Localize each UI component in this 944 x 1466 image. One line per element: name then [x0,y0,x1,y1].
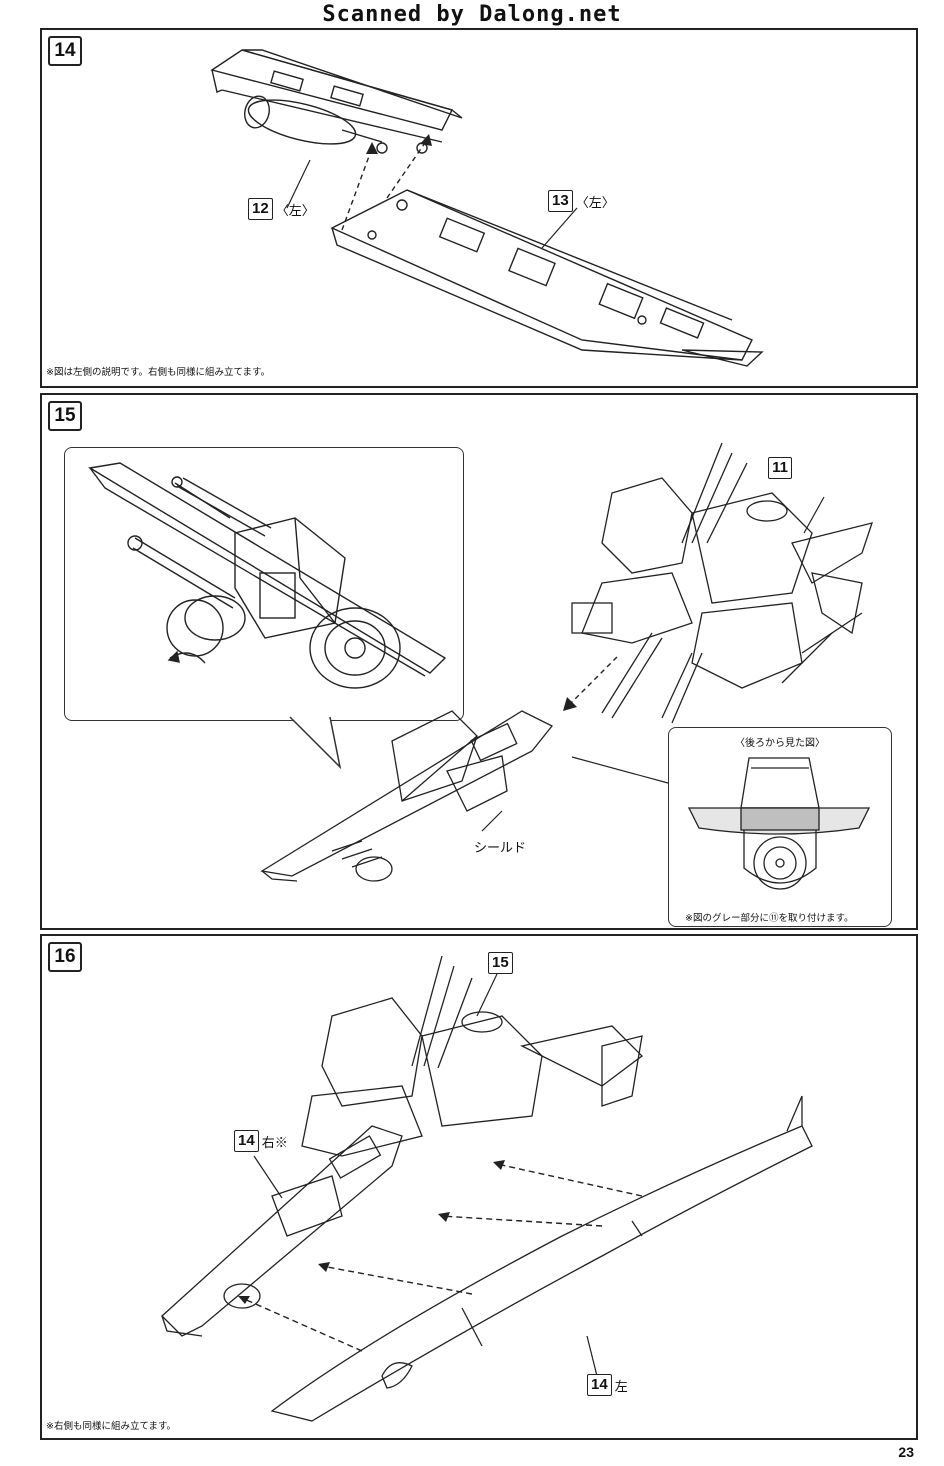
step-14-illustration [210,49,764,367]
callout-14-left: 14 左 [587,1374,628,1396]
shield-illustration [260,710,554,882]
callout-13-left: 13 〈左〉 [548,190,615,212]
step-number: 15 [48,401,82,431]
shield-label: シールド [474,837,526,856]
step-number: 14 [48,36,82,66]
part-side: 右※ [261,1134,288,1150]
assembly-arrow [563,656,618,711]
part-number: 11 [768,457,792,479]
step-number: 16 [48,942,82,972]
rear-view-inset: 〈後ろから見た図〉 ※図のグレー部分に⑪を取り付けます。 [668,727,892,927]
step-16-panel: 16 [40,934,918,1440]
part-number: 14 [587,1374,612,1396]
callout-12-left: 12 〈左〉 [248,198,315,220]
scan-watermark: Scanned by Dalong.net [322,2,622,27]
rear-view-note: ※図のグレー部分に⑪を取り付けます。 [685,913,854,924]
part-number: 15 [488,952,513,974]
step-16-note: ※右側も同様に組み立てます。 [46,1421,177,1432]
part-side: 〈左〉 [275,202,315,218]
step-16-illustration [161,955,813,1422]
robot-illustration [571,442,873,724]
detail-inset [64,447,464,721]
step-15-panel: 15 [40,393,918,930]
part-number: 12 [248,198,273,220]
callout-14-right: 14 右※ [234,1130,288,1152]
callout-11: 11 [768,457,792,479]
part-number: 14 [234,1130,259,1152]
page-number: 23 [898,1444,914,1460]
shield-text: シールド [474,840,527,855]
step-14-note: ※図は左側の説明です。右側も同様に組み立てます。 [46,367,271,378]
callout-15: 15 [488,952,513,974]
part-side: 左 [614,1378,628,1394]
rear-view-illustration [687,757,871,890]
detail-illustration [88,462,447,689]
rear-view-leader [571,756,669,784]
part-side: 〈左〉 [575,194,615,210]
inset-pointer [289,715,342,770]
part-number: 13 [548,190,573,212]
rear-view-title: 〈後ろから見た図〉 [735,738,825,749]
step-14-panel: 14 [40,28,918,388]
